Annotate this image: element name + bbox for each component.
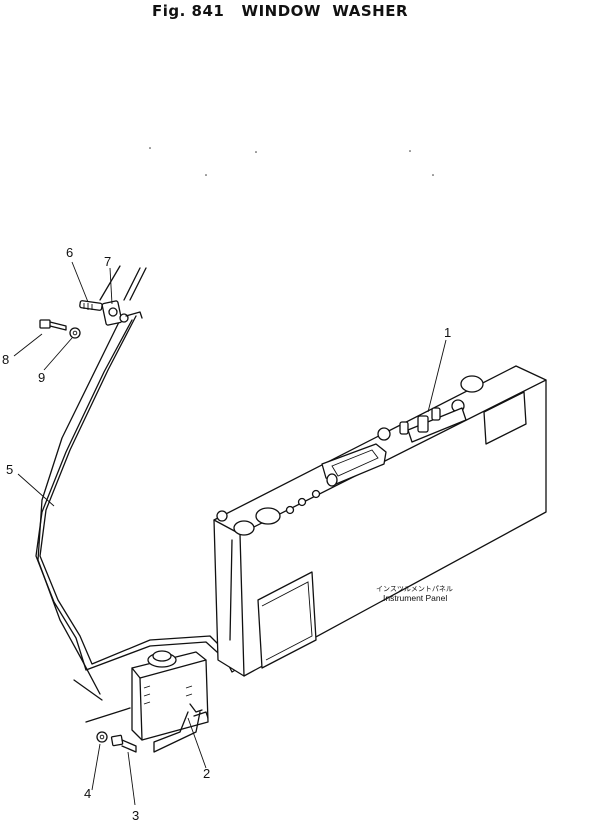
lock-washer-lower [96,731,108,743]
callout-7: 7 [104,254,111,269]
mount-bolt-upper [39,319,67,331]
reference-lines [85,707,131,723]
print-specks [149,147,434,176]
callout-4: 4 [84,786,91,801]
instrument-panel [213,365,547,677]
callout-leaders [13,261,447,806]
washer-hose [35,315,233,671]
mount-bolt-lower [110,734,137,753]
panel-label-japanese: インスツルメントパネル [376,585,453,593]
callout-1: 1 [444,325,451,340]
figure-title: Fig. 841 WINDOW WASHER [152,2,409,20]
washer-tank [131,650,209,753]
washer-nozzle [79,300,103,311]
callout-8: 8 [2,352,9,367]
callout-5: 5 [6,462,13,477]
callout-6: 6 [66,245,73,260]
callout-labels: 1 2 3 4 5 6 7 8 9 [2,245,451,822]
panel-label-english: Instrument Panel [383,593,447,603]
lock-washer-upper [69,327,81,339]
callout-3: 3 [132,808,139,822]
callout-2: 2 [203,766,210,781]
washer-switch [399,407,467,443]
callout-9: 9 [38,370,45,385]
nozzle-bracket [101,300,143,326]
